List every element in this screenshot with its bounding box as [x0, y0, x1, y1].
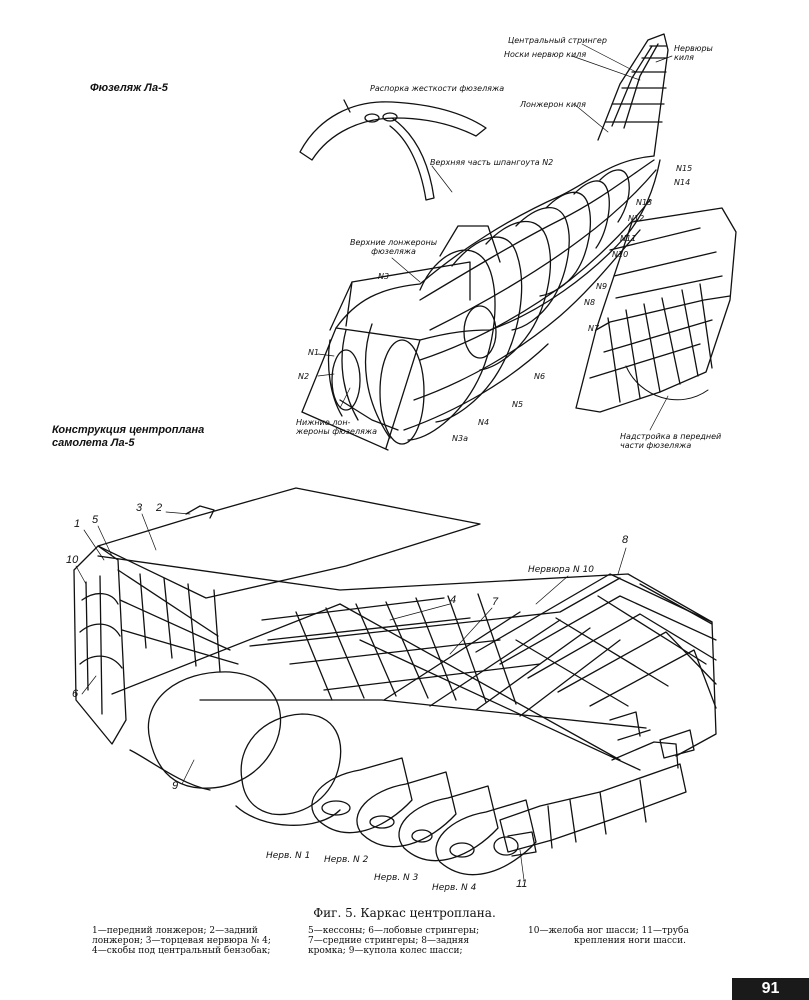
label-fin-rib-noses: Носки нервюр киля [504, 50, 587, 59]
centerplane-leader-lines [75, 511, 627, 881]
frame-label-n14: N14 [674, 178, 691, 187]
legend-line: 4—скобы под центральный бензобак; [92, 946, 271, 956]
legend-column-1: 1—передний лонжерон; 2—задний лонжерон; … [92, 926, 271, 956]
callout-2: 2 [156, 502, 163, 514]
label-rib-2: Нерв. N 2 [324, 855, 369, 865]
label-rib-10: Нервюра N 10 [528, 565, 595, 575]
nose-rib-4 [435, 799, 537, 876]
legend-line: 5—кессоны; 6—лобовые стрингеры; [308, 926, 480, 936]
page-number: 91 [732, 978, 809, 1000]
label-superstructure-line2: части фюзеляжа [620, 441, 692, 450]
frame-label-n12: N12 [628, 214, 645, 223]
frame-label-n8: N8 [584, 298, 596, 307]
legend-line: 1—передний лонжерон; 2—задний [92, 926, 258, 936]
callout-6: 6 [72, 688, 79, 700]
frame-label-n7: N7 [588, 324, 600, 333]
legend-line: лонжерон; 3—торцевая нервюра № 4; [92, 936, 271, 946]
label-rib-4: Нерв. N 4 [432, 883, 477, 893]
label-lower-longerons-line2: жероны фюзеляжа [296, 427, 377, 436]
label-upper-longerons: Верхние лонжероны фюзеляжа [350, 238, 437, 256]
label-rib-1: Нерв. N 1 [266, 851, 311, 861]
frame-label-n15: N15 [676, 164, 693, 173]
legend-column-2: 5—кессоны; 6—лобовые стрингеры; 7—средни… [308, 926, 479, 956]
heading-fuselage: Фюзеляж Ла-5 [90, 82, 168, 94]
centerplane-drawing [73, 487, 717, 876]
legend-line: кромка; 9—купола колес шасси; [308, 946, 463, 956]
heading-centerplane: Конструкция центроплана самолета Ла-5 [52, 424, 204, 450]
callout-11: 11 [516, 878, 528, 890]
frame-label-n11: N11 [620, 234, 637, 243]
callout-8: 8 [622, 534, 629, 546]
fuselage-frame-drawing [299, 33, 737, 451]
nose-rib-3 [398, 785, 499, 862]
label-fin-ribs: Нервюры киля [674, 44, 713, 62]
callout-7: 7 [492, 596, 499, 608]
legend-line: крепления ноги шасси. [574, 936, 686, 946]
label-fin-ribs-line1: Нервюры [674, 44, 713, 53]
frame-label-n2: N2 [298, 372, 310, 381]
callout-10: 10 [66, 554, 79, 566]
callout-4: 4 [450, 594, 457, 606]
fuselage-leader-lines [317, 43, 673, 431]
label-central-stringer: Центральный стрингер [508, 36, 607, 45]
label-superstructure-line1: Надстройка в передней [620, 432, 722, 441]
frame-label-n1: N1 [308, 348, 320, 357]
nose-rib-1 [311, 757, 413, 834]
legend-line: 10—желоба ног шасси; 11—труба [528, 926, 689, 936]
label-upper-longerons-line1: Верхние лонжероны [350, 238, 438, 247]
label-fin-ribs-line2: киля [674, 53, 694, 62]
legend-column-3: 10—желоба ног шасси; 11—труба крепления … [528, 926, 689, 946]
callout-3: 3 [136, 502, 143, 514]
legend-line: 7—средние стрингеры; 8—задняя [308, 936, 470, 946]
callout-9: 9 [172, 780, 179, 792]
frame-label-n13: N13 [636, 198, 653, 207]
callout-5: 5 [92, 514, 99, 526]
nose-rib-2 [356, 771, 457, 848]
label-lower-longerons-line1: Нижние лон- [296, 418, 351, 427]
stiffening-strut-drawing [299, 99, 487, 201]
label-rib-3: Нерв. N 3 [374, 873, 419, 883]
frame-label-n3: N3 [378, 272, 390, 281]
heading-centerplane-line2: самолета Ла-5 [52, 437, 135, 449]
label-superstructure: Надстройка в передней части фюзеляжа [620, 432, 721, 450]
label-fin-spar: Лонжерон киля [520, 100, 586, 109]
frame-label-n4: N4 [478, 418, 490, 427]
label-frame2-top: Верхняя часть шпангоута N2 [430, 158, 554, 167]
superstructure-drawing [575, 207, 737, 413]
label-stiffening-strut: Распорка жесткости фюзеляжа [370, 84, 505, 93]
frame-label-n10: N10 [612, 250, 629, 259]
heading-centerplane-line1: Конструкция центроплана [52, 424, 205, 436]
label-upper-longerons-line2: фюзеляжа [371, 247, 416, 256]
frame-label-n6: N6 [534, 372, 546, 381]
frame-label-n5: N5 [512, 400, 524, 409]
callout-1: 1 [74, 518, 81, 530]
frame-label-n3a: N3a [452, 434, 468, 443]
frame-label-n9: N9 [596, 282, 608, 291]
label-lower-longerons: Нижние лон- жероны фюзеляжа [296, 418, 377, 436]
figure-caption: Фиг. 5. Каркас центроплана. [313, 906, 496, 920]
